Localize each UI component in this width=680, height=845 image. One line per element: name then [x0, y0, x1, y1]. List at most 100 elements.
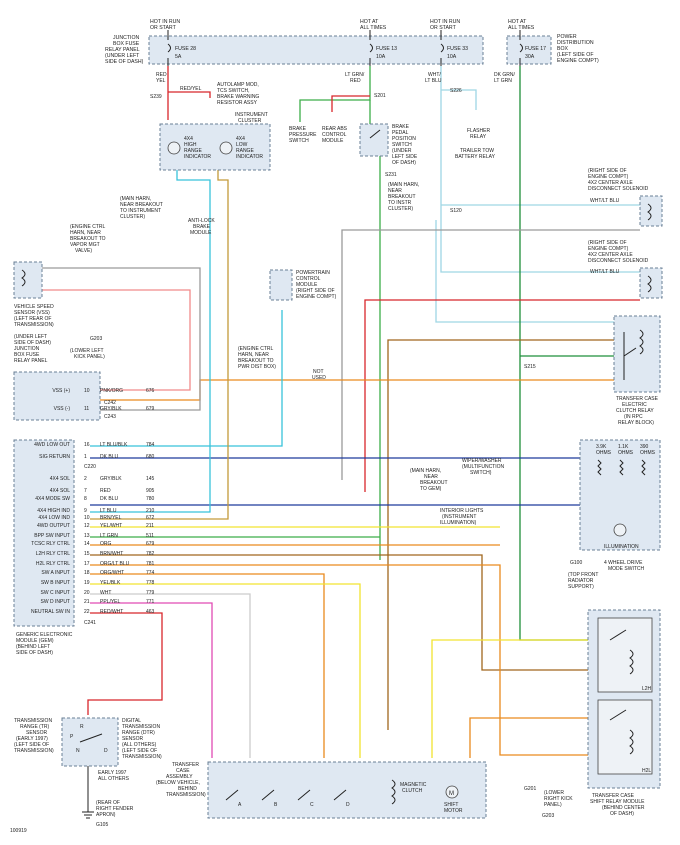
- bps-1: BRAKE: [289, 126, 307, 132]
- gem-pin-label: SW A INPUT: [41, 570, 70, 576]
- gem-pin-wire-color: YEL/WHT: [100, 523, 122, 529]
- cb-4: CLUSTER): [120, 214, 145, 220]
- gem-pin-number: 2: [84, 476, 87, 482]
- interior-note: INTERIOR LIGHTS (INSTRUMENT ILLUMINATION…: [440, 508, 484, 526]
- gem-pin-circuit: 676: [146, 388, 155, 394]
- cb-1: (MAIN HARN,: [120, 196, 151, 202]
- wiper-3: SWITCH): [470, 470, 492, 476]
- contact-b: B: [274, 802, 278, 808]
- gem-pin-label: H2L RLY CTRL: [36, 561, 70, 567]
- gem-pin-circuit: 680: [146, 454, 155, 460]
- g100-2: (TOP FRONT: [568, 572, 598, 578]
- fuse-28-rating: 5A: [175, 54, 182, 60]
- wl-ltblu: LT BLU: [425, 78, 442, 84]
- fuse-17-symbol: [519, 30, 523, 66]
- gem-pin-number: 10: [84, 515, 90, 521]
- ms-2: MODE SWITCH: [608, 566, 644, 572]
- mhi-5: CLUSTER): [388, 206, 413, 212]
- prnd-d: D: [104, 748, 108, 754]
- hi-ind-2: HIGH: [184, 142, 197, 148]
- conn-c242: C242: [104, 400, 116, 406]
- dtr-4: SENSOR: [122, 736, 144, 742]
- shift-motor-m: M: [449, 791, 454, 797]
- gem-pin-number: 22: [84, 609, 90, 615]
- hot-labels: HOT IN RUN OR START HOT AT ALL TIMES HOT…: [150, 19, 535, 31]
- mode-switch-resistors: 3.9K OHMS 1.1K OHMS 390 OHMS ILLUMINATIO…: [596, 444, 656, 550]
- wire-red-yel-autolamp: [168, 91, 211, 98]
- dtr-3: RANGE (DTR): [122, 730, 155, 736]
- bpp-5: (UNDER: [392, 148, 412, 154]
- tc-1: TRANSFER: [172, 762, 199, 768]
- early-note: EARLY 1997 ALL OTHERS: [98, 770, 130, 782]
- lo-ind-3: RANGE: [236, 148, 254, 154]
- bpp-switch-symbol: [369, 129, 381, 139]
- int-1: INTERIOR LIGHTS: [440, 508, 484, 514]
- cluster-indicators: 4X4 HIGH RANGE INDICATOR 4X4 LOW RANGE I…: [184, 136, 263, 160]
- sr-2: SHIFT RELAY MODULE: [590, 799, 645, 805]
- vss-4: TRANSMISSION): [14, 322, 54, 328]
- cr-3: CLUTCH RELAY: [616, 408, 654, 414]
- fuse-17-name: FUSE 17: [525, 46, 546, 52]
- abs-2: CONTROL: [322, 132, 347, 138]
- g105-4: APRON): [96, 812, 116, 818]
- g201-4: PANEL): [544, 802, 562, 808]
- gem-pin-circuit: 210: [146, 508, 155, 514]
- h2l-relay: [597, 699, 653, 775]
- hot-label-4-line2: ALL TIMES: [508, 25, 535, 31]
- g201-2: (LOWER: [544, 790, 564, 796]
- pcm-label: POWERTRAIN CONTROL MODULE (RIGHT SIDE OF…: [296, 270, 337, 300]
- gem-pin-number: 20: [84, 590, 90, 596]
- fuse-13-rating: 10A: [376, 54, 386, 60]
- bpp-7: OF DASH): [392, 160, 416, 166]
- gem-pin-wire-color: PPL/YEL: [100, 599, 121, 605]
- shift-relay-symbols: [609, 629, 634, 755]
- gem-pin-number: 14: [84, 541, 90, 547]
- gem-pin-circuit: 679: [146, 406, 155, 412]
- gem-pin-circuit: 784: [146, 442, 155, 448]
- junction-box-fuse-panel: [148, 35, 484, 65]
- solenoid2-coil-icon: [647, 275, 652, 293]
- tr-5: (LEFT SIDE OF: [14, 742, 49, 748]
- pcm-2: CONTROL: [296, 276, 321, 282]
- g100-note: G100 (TOP FRONT RADIATOR SUPPORT): [568, 560, 598, 590]
- solenoid1-coil-icon: [647, 203, 652, 221]
- hi-ind-4: INDICATOR: [184, 154, 211, 160]
- gem-vss-box: [13, 371, 101, 421]
- wire-gry-blk-sol: [341, 229, 640, 480]
- fuse-13-symbol: [369, 30, 373, 66]
- prnd-p: P: [70, 734, 74, 740]
- dtr-1: DIGITAL: [122, 718, 141, 724]
- relay-h2l: H2L: [642, 768, 651, 774]
- gem-pin-wire-color: RED/WHT: [100, 609, 123, 615]
- sol1-1: (RIGHT SIDE OF: [588, 168, 627, 174]
- gem-pin-number: 7: [84, 488, 87, 494]
- tr-switch-arm: [79, 733, 103, 743]
- sol1-2: ENGINE COMPT): [588, 174, 629, 180]
- sol2-2: ENGINE COMPT): [588, 246, 629, 252]
- wl-ltgrn: LT GRN/: [345, 72, 365, 78]
- res-6: OHMS: [640, 450, 656, 456]
- gem-pin-wire-color: LT BLU/BLK: [100, 442, 128, 448]
- hi-ind-3: RANGE: [184, 148, 202, 154]
- dtr-7: TRANSMISSION): [122, 754, 162, 760]
- wire-wht-ltblu-relay: [435, 220, 620, 323]
- gem-pin-number: 16: [84, 442, 90, 448]
- abs-3: MODULE: [322, 138, 344, 144]
- gem-pin-circuit: 780: [146, 496, 155, 502]
- dtr-label: DIGITAL TRANSMISSION RANGE (DTR) SENSOR …: [122, 718, 162, 760]
- antilock-label: ANTI-LOCK BRAKE MODULE: [188, 218, 215, 236]
- gem-3: (BEHIND LEFT: [16, 644, 50, 650]
- low-range-lamp-icon: [219, 141, 233, 155]
- wire-brn-wht-782: [90, 554, 620, 671]
- shift-motor-icon: [445, 785, 459, 799]
- gem-pin-label: SIG RETURN: [39, 454, 70, 460]
- gem-pin-wire-color: YEL/BLK: [100, 580, 121, 586]
- gem-1: GENERIC ELECTRONIC: [16, 632, 73, 638]
- gem-pin-wire-color: BRN/WHT: [100, 551, 123, 557]
- gem-pin-circuit: 774: [146, 570, 155, 576]
- top-wire-labels: RED YEL RED/YEL S239 LT GRN/ RED S201 WH…: [150, 72, 515, 214]
- gem-pin-number: 18: [84, 570, 90, 576]
- gem-pin-label: 4WD LOW OUT: [34, 442, 70, 448]
- sol2-4: DISCONNECT SOLENOID: [588, 258, 649, 264]
- hot-label-2-line1: HOT AT: [360, 19, 379, 25]
